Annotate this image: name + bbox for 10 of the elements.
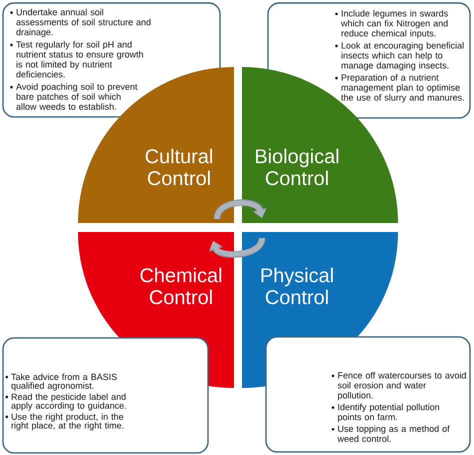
text-box	[265, 336, 471, 453]
cycle-arrow	[209, 237, 266, 258]
bullet-text: Use topping as a method of weed control.	[338, 425, 450, 442]
bullet-text: Undertake annual soil assessments of soil structure and drainage.	[16, 8, 150, 38]
bullet-text: Include legumes in swards which can fix Nitrogen and reduce chemical inputs.	[341, 10, 448, 38]
bullet-text: Use the right product, in the right place, at the right time.	[12, 413, 124, 430]
text-box	[2, 337, 209, 454]
bullet-text: Identify potential pollution points on farm.	[338, 404, 440, 422]
bullet-text: Read the pesticide label and apply according to guidance.	[11, 393, 126, 410]
cycle-arrow	[214, 199, 267, 220]
